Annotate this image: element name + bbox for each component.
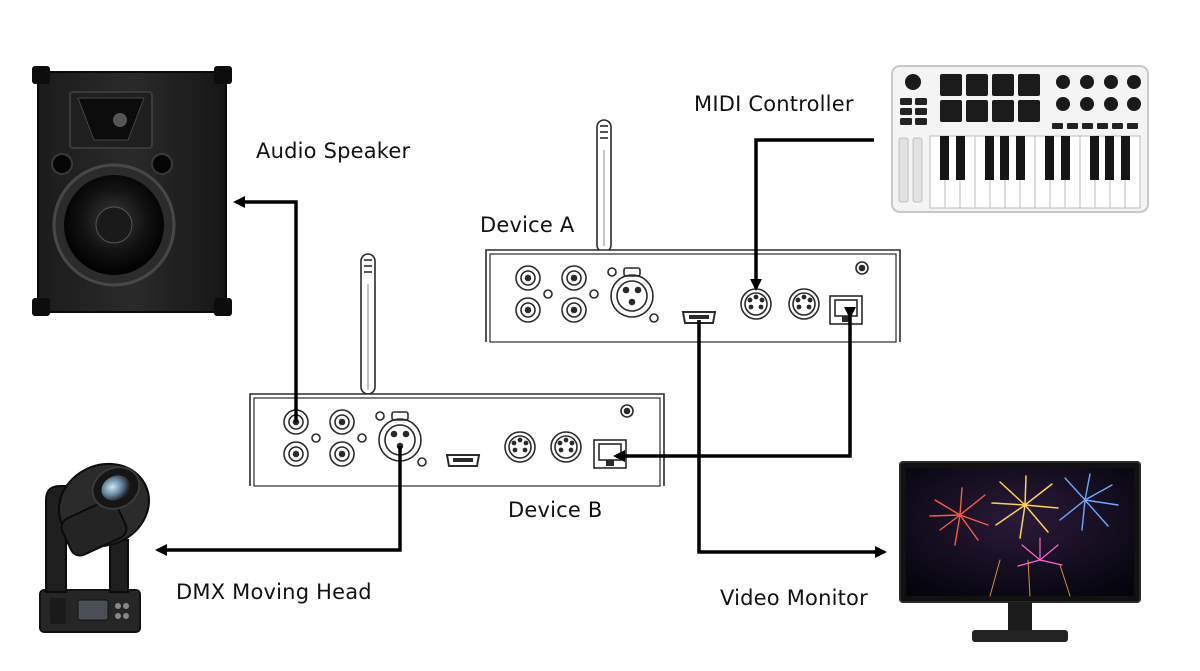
audio-speaker xyxy=(32,66,232,316)
connector-device-b-to-speaker xyxy=(233,196,298,422)
label-audio-speaker: Audio Speaker xyxy=(256,139,411,163)
midi-keyboard xyxy=(929,135,1141,209)
connection-lines xyxy=(155,138,887,558)
label-midi-controller: MIDI Controller xyxy=(694,92,854,116)
label-device-b: Device B xyxy=(508,498,603,522)
connector-midi-controller-to-device-a xyxy=(750,138,874,291)
device-b xyxy=(249,253,665,487)
midi-controller xyxy=(891,65,1149,213)
connector-device-a-to-monitor xyxy=(697,320,887,558)
label-video-monitor: Video Monitor xyxy=(720,586,868,610)
label-device-a: Device A xyxy=(480,213,575,237)
video-monitor xyxy=(899,461,1141,642)
dmx-moving-head xyxy=(39,462,150,633)
label-dmx-moving-head: DMX Moving Head xyxy=(176,580,372,604)
connector-device-b-to-dmx xyxy=(155,446,402,556)
connector-device-a-to-device-b xyxy=(613,307,856,462)
